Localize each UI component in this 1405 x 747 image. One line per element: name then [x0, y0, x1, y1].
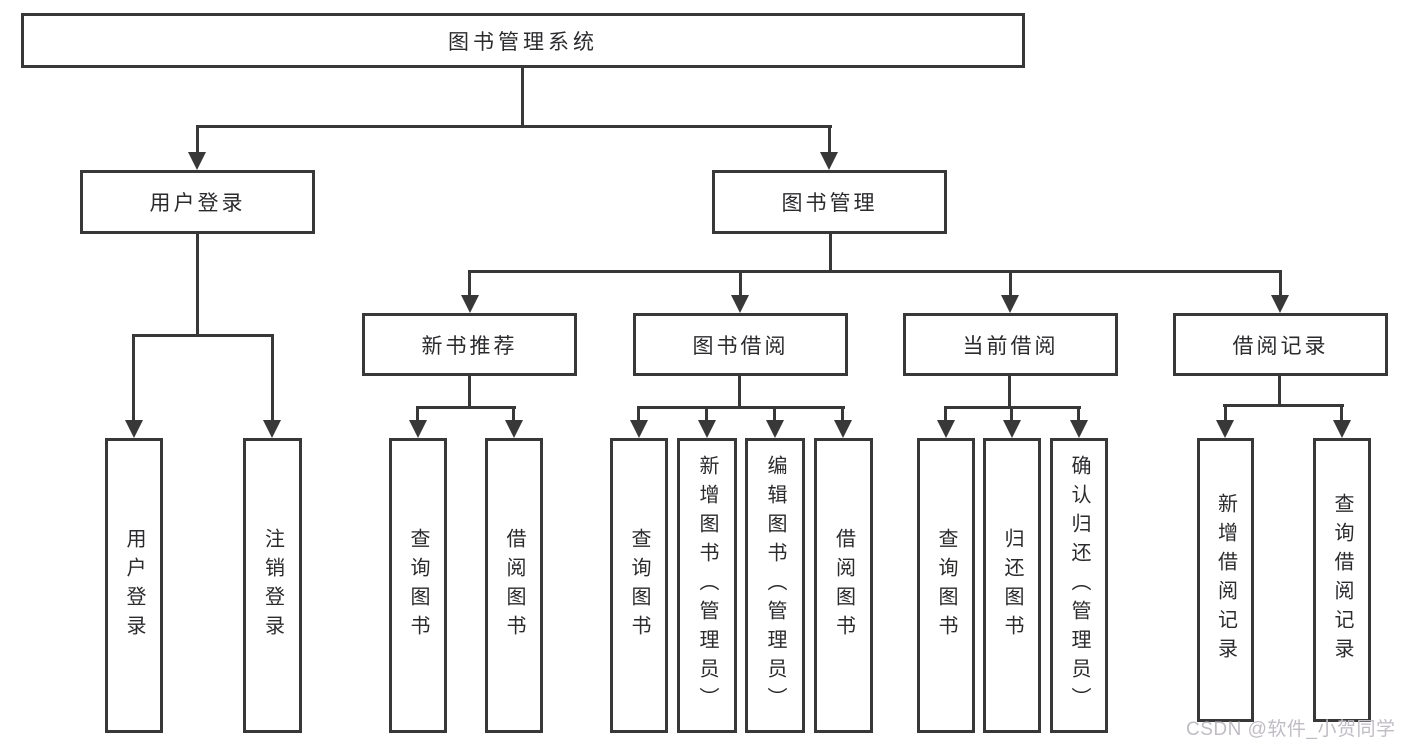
connector-line: [841, 406, 844, 422]
node-new-book-recommend: 新书推荐: [362, 313, 577, 376]
node-book-management: 图书管理: [712, 170, 947, 234]
connector-line: [468, 270, 471, 298]
leaf-add-borrow-record: 新增借阅记录: [1197, 438, 1254, 722]
leaf-user-login: 用户登录: [105, 438, 163, 733]
node-user-login: 用户登录: [80, 170, 315, 234]
leaf-query-books-2-label: 查询图书: [628, 527, 650, 644]
node-user-login-label: 用户登录: [149, 192, 246, 215]
connector-line: [271, 334, 274, 420]
connector-line: [468, 270, 1282, 273]
node-current-borrowing: 当前借阅: [903, 313, 1118, 376]
connector-line: [468, 376, 471, 409]
connector-line: [196, 234, 199, 337]
connector-line: [512, 406, 515, 422]
arrowhead-icon: [731, 295, 749, 313]
connector-line: [828, 125, 831, 155]
node-borrowing-records: 借阅记录: [1173, 313, 1388, 376]
connector-line: [1279, 270, 1282, 298]
leaf-query-books-1-label: 查询图书: [407, 527, 429, 644]
leaf-query-borrow-record-label: 查询借阅记录: [1331, 493, 1353, 667]
arrowhead-icon: [263, 420, 281, 438]
leaf-edit-book-admin-label: 编辑图书（管理员）: [764, 455, 786, 716]
connector-line: [196, 125, 199, 155]
connector-line: [416, 406, 516, 409]
connector-line: [944, 406, 947, 422]
connector-line: [1009, 270, 1012, 298]
connector-line: [521, 68, 524, 128]
arrowhead-icon: [505, 420, 523, 438]
connector-line: [1010, 406, 1013, 422]
leaf-query-borrow-record: 查询借阅记录: [1313, 438, 1371, 722]
connector-line: [738, 376, 741, 409]
arrowhead-icon: [834, 420, 852, 438]
arrowhead-icon: [1216, 420, 1234, 438]
connector-line: [637, 406, 640, 422]
node-current-borrowing-label: 当前借阅: [962, 334, 1059, 358]
connector-line: [416, 406, 419, 422]
connector-line: [196, 125, 832, 128]
leaf-return-book: 归还图书: [983, 438, 1041, 733]
leaf-borrow-books-1-label: 借阅图书: [503, 527, 525, 644]
arrowhead-icon: [461, 295, 479, 313]
connector-line: [132, 334, 274, 337]
arrowhead-icon: [698, 420, 716, 438]
connector-line: [773, 406, 776, 422]
arrowhead-icon: [1271, 295, 1289, 313]
arrowhead-icon: [1001, 295, 1019, 313]
arrowhead-icon: [409, 420, 427, 438]
leaf-logout-label: 注销登录: [261, 527, 284, 644]
arrowhead-icon: [1003, 420, 1021, 438]
node-book-borrowing-label: 图书借阅: [692, 334, 789, 358]
arrowhead-icon: [188, 152, 206, 170]
connector-line: [739, 270, 742, 298]
leaf-borrow-books-1: 借阅图书: [485, 438, 543, 733]
leaf-return-book-label: 归还图书: [1001, 527, 1023, 644]
arrowhead-icon: [820, 152, 838, 170]
connector-line: [637, 406, 845, 409]
leaf-query-books-3: 查询图书: [917, 438, 975, 733]
leaf-add-book-admin-label: 新增图书（管理员）: [696, 455, 718, 716]
leaf-edit-book-admin: 编辑图书（管理员）: [745, 438, 805, 733]
node-book-management-label: 图书管理: [781, 192, 878, 215]
node-book-borrowing: 图书借阅: [633, 313, 848, 376]
watermark: CSDN @软件_小贺同学: [1186, 719, 1396, 740]
connector-line: [1278, 376, 1281, 407]
leaf-confirm-return-admin-label: 确认归还（管理员）: [1068, 455, 1090, 716]
node-library-system: 图书管理系统: [21, 13, 1025, 68]
node-borrowing-records-label: 借阅记录: [1232, 334, 1329, 358]
connector-line: [132, 334, 135, 420]
leaf-user-login-label: 用户登录: [123, 527, 145, 644]
leaf-add-book-admin: 新增图书（管理员）: [677, 438, 737, 733]
connector-line: [1340, 404, 1343, 422]
arrowhead-icon: [125, 420, 143, 438]
leaf-query-books-2: 查询图书: [610, 438, 668, 733]
leaf-confirm-return-admin: 确认归还（管理员）: [1050, 438, 1108, 733]
arrowhead-icon: [630, 420, 648, 438]
node-new-book-recommend-label: 新书推荐: [421, 334, 518, 358]
leaf-add-borrow-record-label: 新增借阅记录: [1214, 493, 1237, 667]
leaf-borrow-books-2: 借阅图书: [814, 438, 873, 733]
arrowhead-icon: [937, 420, 955, 438]
leaf-borrow-books-2-label: 借阅图书: [832, 527, 855, 644]
connector-line: [829, 234, 832, 273]
leaf-query-books-3-label: 查询图书: [935, 527, 957, 644]
arrowhead-icon: [766, 420, 784, 438]
connector-line: [705, 406, 708, 422]
connector-line: [1224, 404, 1227, 422]
node-library-system-label: 图书管理系统: [448, 30, 598, 54]
leaf-query-books-1: 查询图书: [389, 438, 447, 733]
arrowhead-icon: [1070, 420, 1088, 438]
connector-line: [1223, 404, 1344, 407]
leaf-logout: 注销登录: [243, 438, 302, 733]
arrowhead-icon: [1333, 420, 1351, 438]
connector-line: [1008, 376, 1011, 409]
connector-line: [1077, 406, 1080, 422]
